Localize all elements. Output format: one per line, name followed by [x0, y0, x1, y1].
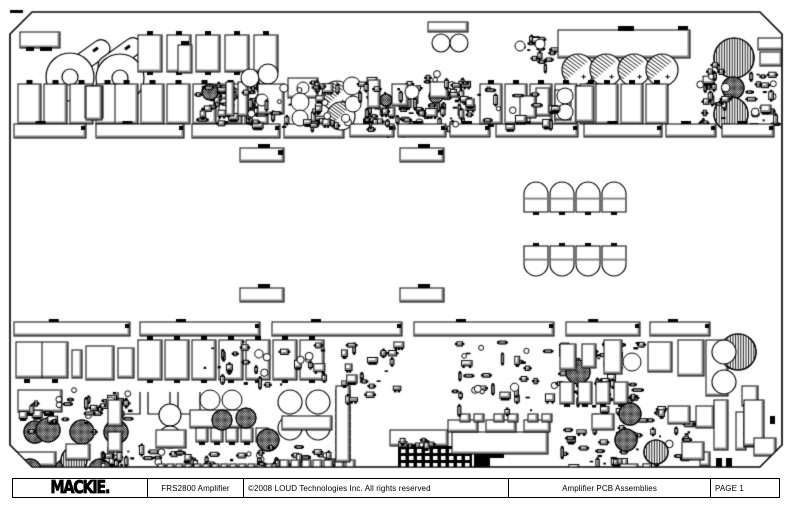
copyright-cell: ©2008 LOUD Technologies Inc. All rights …	[244, 479, 509, 497]
brand-logo-cell: MACKIE.	[13, 479, 148, 497]
model-name-cell: FRS2800 Amplifier	[148, 479, 244, 497]
page-number-cell: PAGE 1	[715, 483, 744, 493]
title-block: MACKIE. FRS2800 Amplifier ©2008 LOUD Tec…	[12, 478, 780, 498]
mackie-logo: MACKIE.	[50, 479, 111, 497]
drawing-description-cell: Amplifier PCB Assemblies	[509, 479, 711, 497]
